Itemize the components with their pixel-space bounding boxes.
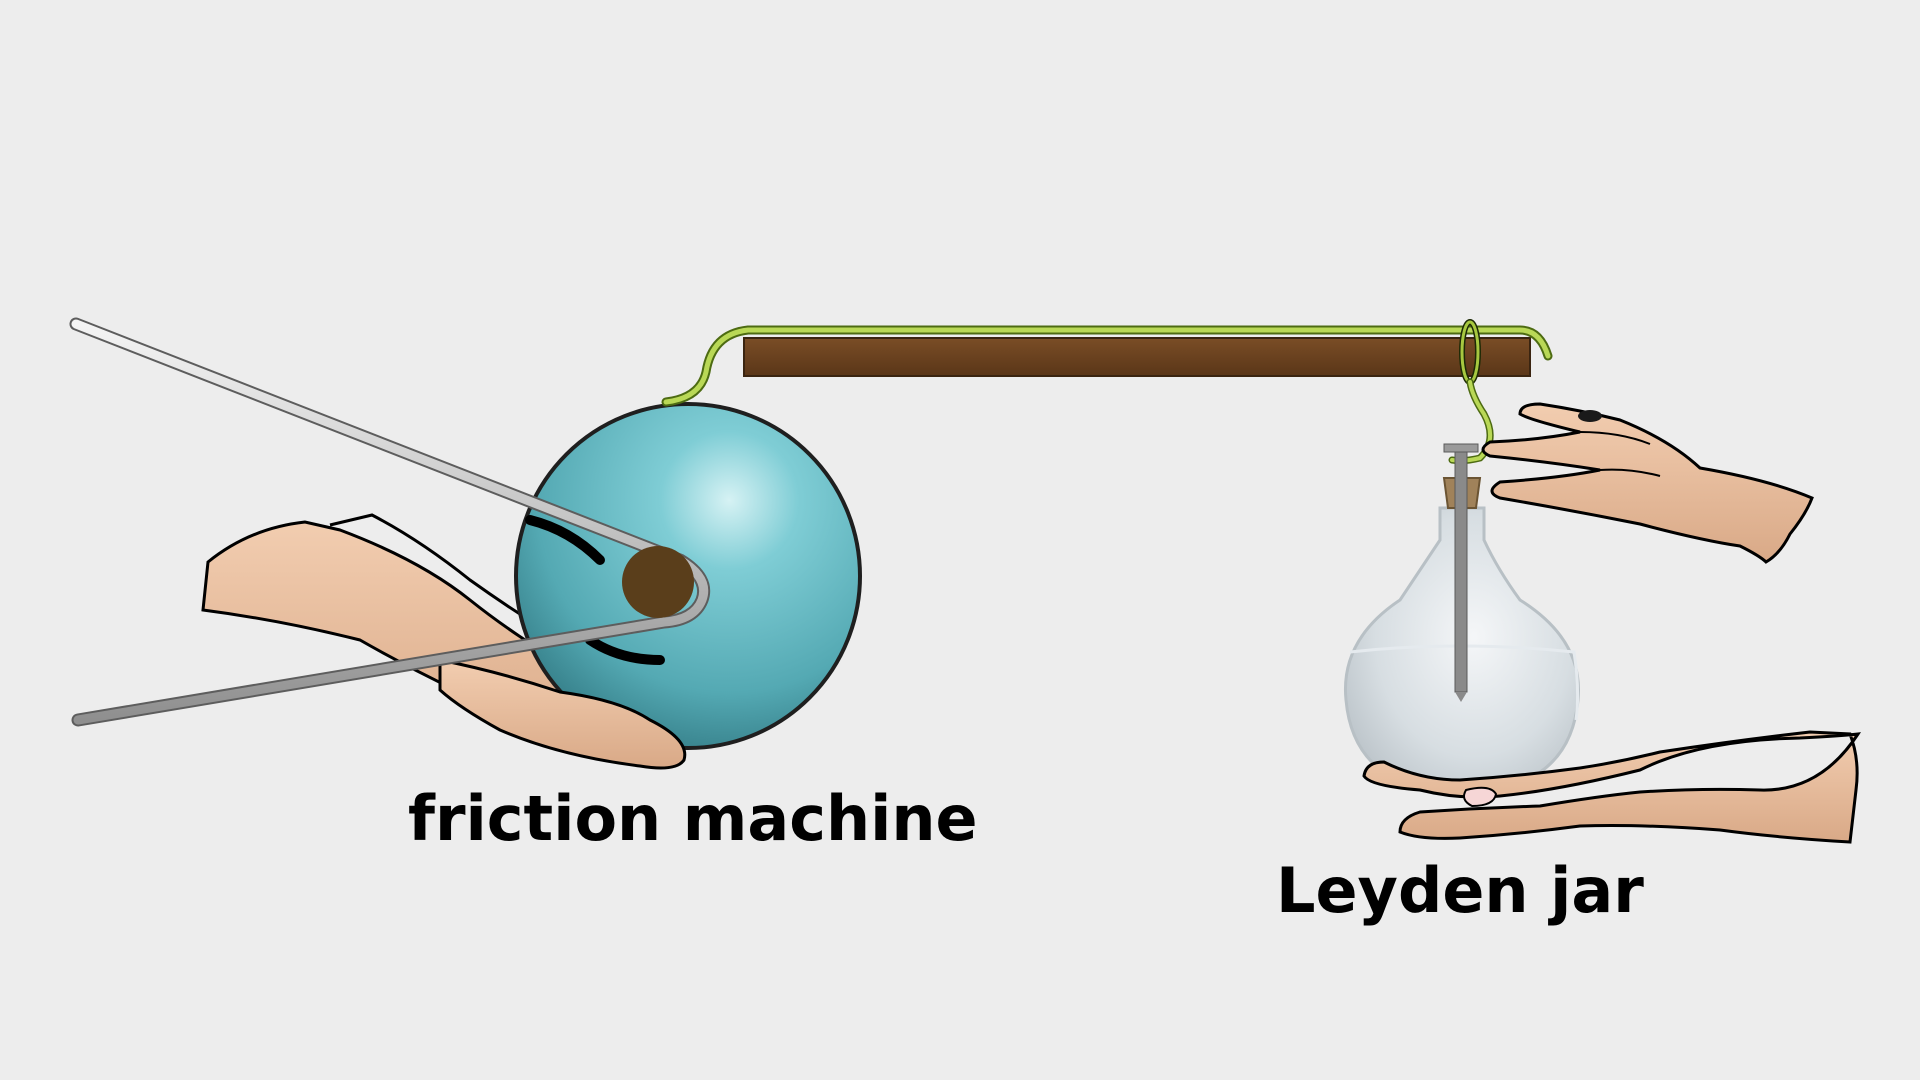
prime-conductor-icon <box>743 337 1531 377</box>
axle <box>622 546 694 618</box>
wire <box>661 319 1553 465</box>
hand-icon <box>1481 402 1814 564</box>
hand-icon <box>438 658 687 770</box>
leyden-jar-icon <box>1343 443 1581 796</box>
hand-icon <box>1362 730 1862 844</box>
label-leyden-jar: Leyden jar <box>1276 854 1644 927</box>
label-friction-machine: friction machine <box>408 782 978 855</box>
